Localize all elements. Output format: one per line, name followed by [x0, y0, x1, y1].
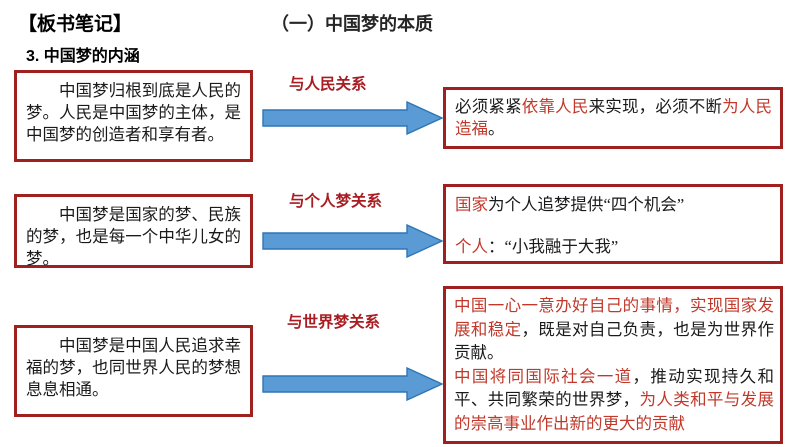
detail-box-people: 必须紧紧依靠人民来实现，必须不断为人民造福。 [443, 87, 783, 149]
concept-box-world: 中国梦是中国人民追求幸福的梦，也同世界人民的梦想息息相通。 [14, 325, 253, 417]
concept-text-nation: 中国梦是国家的梦、民族的梦，也是每一个中华儿女的梦。 [26, 205, 241, 268]
relation-label-individual: 与个人梦关系 [289, 193, 383, 210]
text-segment: 。 [488, 118, 505, 138]
text-segment: 来实现，必须不断 [588, 97, 723, 116]
text-segment-highlight: 国家 [455, 195, 488, 214]
subsection-title: 3. 中国梦的内涵 [26, 48, 140, 65]
board-notes-title: 【板书笔记】 [18, 14, 133, 35]
text-segment: 必须紧紧 [455, 97, 522, 116]
text-segment-highlight: 中国将同国际社会一道 [454, 366, 633, 386]
concept-text-world: 中国梦是中国人民追求幸福的梦，也同世界人民的梦想息息相通。 [26, 336, 241, 399]
right-arrow-icon [262, 224, 444, 258]
text-segment: 为个人追梦提供“四个机会” [488, 195, 685, 214]
detail-line-state: 国家为个人追梦提供“四个机会” [455, 194, 772, 216]
page-title: （一）中国梦的本质 [271, 14, 433, 34]
text-segment: ：“小我融于大我” [488, 236, 619, 256]
text-segment-highlight: 中国一心一意办好自己的事情，实现国家发展和稳定 [454, 296, 774, 339]
right-arrow-icon [262, 367, 444, 401]
detail-text-individual: 国家为个人追梦提供“四个机会” 个人：“小我融于大我” [446, 187, 780, 264]
relation-label-people: 与人民关系 [289, 76, 367, 93]
right-arrow-icon [262, 101, 444, 135]
detail-box-world: 中国一心一意办好自己的事情，实现国家发展和稳定，既是对自己负责，也是为世界作贡献… [443, 286, 783, 444]
detail-text-world: 中国一心一意办好自己的事情，实现国家发展和稳定，既是对自己负责，也是为世界作贡献… [446, 289, 780, 440]
text-segment: ，推动实现持久和平、共同繁荣的世界梦， [454, 366, 775, 410]
text-segment-highlight: 个人 [455, 236, 488, 256]
detail-text-people: 必须紧紧依靠人民来实现，必须不断为人民造福。 [446, 90, 780, 146]
detail-line-person: 个人：“小我融于大我” [455, 236, 772, 258]
text-segment-highlight: 为人民造福 [455, 97, 773, 138]
detail-box-individual: 国家为个人追梦提供“四个机会” 个人：“小我融于大我” [443, 184, 783, 264]
relation-label-world: 与世界梦关系 [287, 314, 381, 331]
detail-paragraph-one: 中国一心一意办好自己的事情，实现国家发展和稳定，既是对自己负责，也是为世界作贡献… [454, 294, 774, 365]
concept-box-people: 中国梦归根到底是人民的梦。人民是中国梦的主体，是中国梦的创造者和享有者。 [14, 70, 253, 162]
text-segment-highlight: 依靠人民 [521, 97, 589, 116]
concept-text-people: 中国梦归根到底是人民的梦。人民是中国梦的主体，是中国梦的创造者和享有者。 [26, 81, 241, 144]
concept-box-nation: 中国梦是国家的梦、民族的梦，也是每一个中华儿女的梦。 [14, 194, 253, 268]
text-segment: ，既是对自己负责，也是为世界作贡献。 [454, 319, 775, 363]
detail-paragraph-two: 中国将同国际社会一道，推动实现持久和平、共同繁荣的世界梦，为人类和平与发展的崇高… [454, 365, 774, 436]
text-segment-highlight: 为人类和平与发展的崇高事业作出新的更大的贡献 [454, 390, 775, 433]
